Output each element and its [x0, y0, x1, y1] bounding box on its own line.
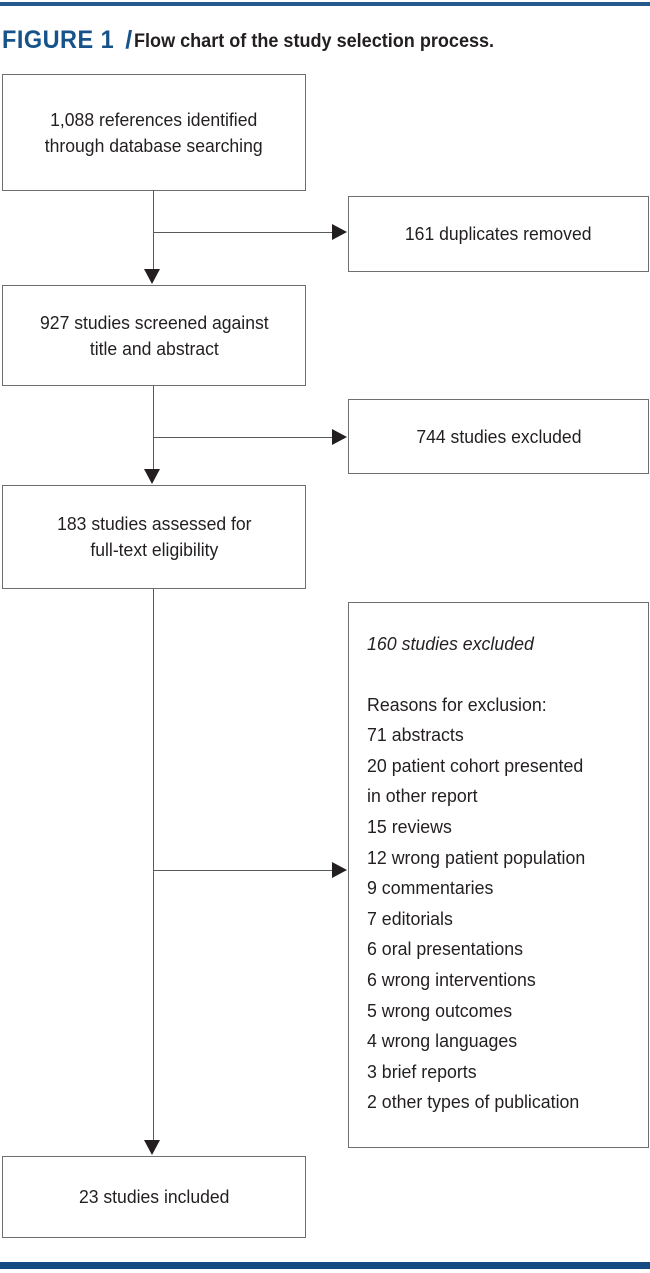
exclusion-reasons-list: Reasons for exclusion: 71 abstracts 20 p…: [367, 690, 637, 1118]
node-text-line: 183 studies assessed for: [56, 513, 252, 534]
figure-caption: FIGURE 1 /Flow chart of the study selecti…: [2, 24, 648, 56]
node-text-line: 927 studies screened against: [39, 311, 269, 333]
node-text-line: full-text eligibility: [90, 539, 218, 560]
connector-assessed-to-reasons-line: [152, 869, 333, 872]
bottom-rule: [0, 1262, 650, 1269]
connector-screened-to-excluded-arrow: [332, 428, 347, 445]
node-references-identified-text: 1,088 references identified through data…: [45, 107, 263, 159]
exclusion-reason-item: 5 wrong outcomes: [367, 999, 513, 1021]
exclusion-reason-item: 4 wrong languages: [367, 1030, 518, 1052]
connector-screened-to-excluded-line: [152, 436, 333, 439]
exclusion-reason-item: 6 wrong interventions: [367, 968, 536, 990]
exclusion-reason-item: in other report: [367, 785, 478, 807]
node-studies-screened: 927 studies screened against title and a…: [2, 285, 306, 386]
exclusion-reasons-heading: Reasons for exclusion:: [367, 693, 547, 715]
node-duplicates-removed-text: 161 duplicates removed: [405, 221, 592, 247]
node-text-line: 1,088 references identified: [50, 108, 258, 130]
caption-separator: /: [125, 26, 133, 54]
node-studies-excluded: 744 studies excluded: [348, 399, 649, 474]
node-text-line: 744 studies excluded: [415, 425, 582, 447]
exclusion-reason-item: 15 reviews: [367, 815, 452, 837]
node-studies-excluded-text: 744 studies excluded: [416, 424, 581, 450]
node-text-line: 161 duplicates removed: [405, 223, 592, 244]
node-references-identified: 1,088 references identified through data…: [2, 74, 306, 191]
connector-identified-to-screened-arrow: [144, 269, 160, 284]
connector-identified-to-duplicates-line: [152, 231, 333, 234]
connector-screened-to-assessed-line: [152, 386, 155, 471]
connector-identified-to-screened-line: [152, 191, 155, 271]
exclusion-reason-item: 7 editorials: [367, 907, 453, 929]
node-studies-screened-text: 927 studies screened against title and a…: [40, 310, 269, 362]
connector-identified-to-duplicates-arrow: [332, 223, 347, 240]
connector-screened-to-assessed-arrow: [144, 469, 160, 484]
connector-assessed-to-included-line: [152, 589, 155, 1141]
connector-assessed-to-included-arrow: [144, 1140, 160, 1155]
node-duplicates-removed: 161 duplicates removed: [348, 196, 649, 272]
node-text-line: title and abstract: [89, 337, 219, 359]
node-studies-included-text: 23 studies included: [79, 1184, 229, 1210]
exclusion-reason-item: 6 oral presentations: [367, 938, 523, 960]
top-rule: [0, 2, 650, 6]
node-studies-included: 23 studies included: [2, 1156, 306, 1238]
exclusion-reasons-title: 160 studies excluded: [367, 633, 534, 654]
connector-assessed-to-reasons-arrow: [332, 861, 347, 878]
exclusion-reason-item: 3 brief reports: [367, 1060, 477, 1082]
exclusion-reason-item: 71 abstracts: [367, 724, 464, 746]
node-studies-assessed: 183 studies assessed for full-text eligi…: [2, 485, 306, 589]
node-exclusion-reasons: 160 studies excluded Reasons for exclusi…: [348, 602, 649, 1148]
figure-title: Flow chart of the study selection proces…: [134, 31, 495, 52]
node-text-line: 23 studies included: [78, 1186, 230, 1207]
figure-label: FIGURE 1: [2, 26, 115, 54]
node-studies-assessed-text: 183 studies assessed for full-text eligi…: [57, 511, 251, 563]
exclusion-reason-item: 20 patient cohort presented: [367, 754, 584, 776]
node-text-line: through database searching: [45, 134, 263, 156]
exclusion-reason-item: 9 commentaries: [367, 877, 494, 899]
exclusion-reason-item: 12 wrong patient population: [367, 846, 586, 868]
exclusion-reason-item: 2 other types of publication: [367, 1091, 580, 1113]
